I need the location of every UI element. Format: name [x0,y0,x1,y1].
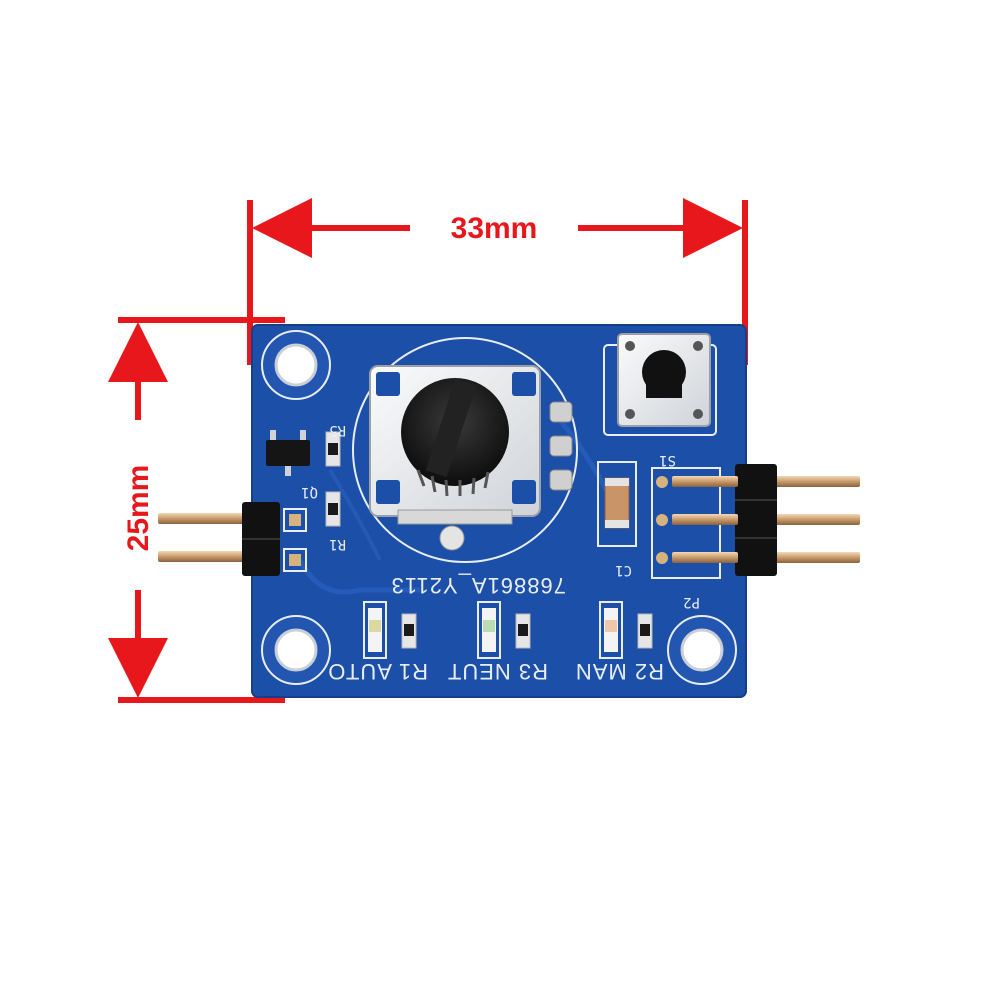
silk-r5: R5 [329,422,346,438]
trace [297,558,420,595]
transistor-q1 [266,430,310,476]
resistor-r1 [325,491,341,527]
potentiometer [369,365,573,551]
silk-r1: R1 [329,536,346,552]
silk-c1: C1 [615,562,632,578]
trace [328,468,382,561]
height-dimension: 25mm [108,317,285,703]
tactile-switch-s1 [603,333,717,436]
led-neut [477,601,531,659]
pot-slot [425,378,477,478]
silk-part-number: 768861A_Y2113 [391,573,566,598]
mounting-hole-bottom-right [667,615,737,685]
mounting-hole-bottom-left [261,615,331,685]
silk-led-man: R2 MAN [575,659,664,684]
led-man [599,601,653,659]
pot-outline [352,337,578,563]
height-label: 25mm [122,465,155,552]
silk-led-auto: R1 AUTO [327,659,428,684]
led-auto [363,601,417,659]
silk-led-neut: R3 NEUT [447,659,548,684]
header-left-2pin [158,502,307,576]
silk-p2: P2 [683,594,700,610]
silk-q1: Q1 [301,484,318,500]
width-label: 33mm [451,212,538,245]
mounting-hole-top-left [261,330,331,400]
silk-s1: S1 [659,452,676,468]
capacitor-c1 [597,461,637,547]
header-right-3pin-p2 [651,464,860,579]
resistor-r5 [325,431,341,467]
pcb-board: R5 Q1 R1 C1 S1 P2 768861A_Y2113 R1 AUTO … [158,324,860,698]
width-dimension: 33mm [247,198,748,365]
